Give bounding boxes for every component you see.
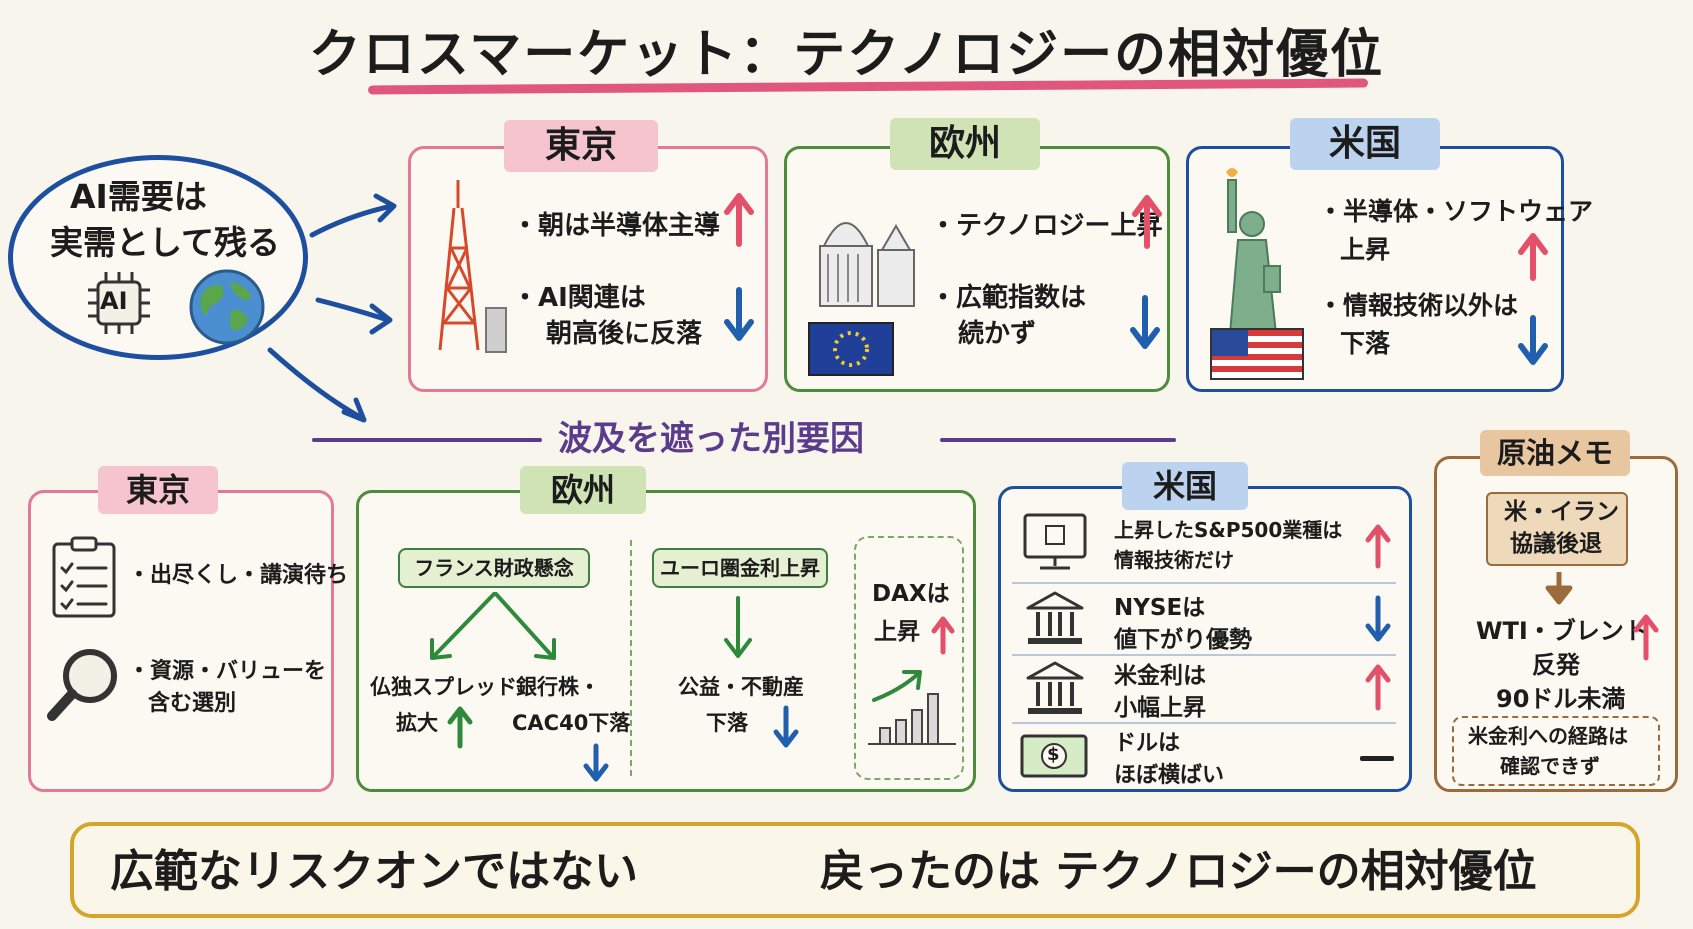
us-row4-flat-dash-icon xyxy=(1360,756,1394,761)
bottom-tokyo-item2b: 含む選別 xyxy=(148,691,237,716)
statue-of-liberty-icon xyxy=(1202,168,1306,336)
bottom-europe-dax-a: DAXは xyxy=(872,581,950,607)
footer-banner xyxy=(70,822,1640,918)
bottom-us-row3a: 米金利は xyxy=(1114,663,1206,689)
top-europe-item1: ・テクノロジー上昇 xyxy=(930,211,1163,241)
top-tokyo-up-arrow-icon xyxy=(724,192,754,250)
bottom-europe-left-a: 仏独スプレッド xyxy=(370,675,517,699)
bottom-tokyo-item1: ・出尽くし・講演待ち xyxy=(128,563,349,588)
divider-line-left xyxy=(312,438,542,442)
top-tokyo-item2a: ・AI関連は xyxy=(512,283,646,313)
exchange-building-icon xyxy=(1024,590,1086,648)
bottom-europe-pill1: フランス財政懸念 xyxy=(398,548,590,588)
top-us-item1a: ・半導体・ソフトウェア xyxy=(1318,197,1594,226)
top-tokyo-item2b: 朝高後に反落 xyxy=(546,319,703,349)
top-us-item2a: ・情報技術以外は xyxy=(1318,291,1519,320)
top-europe-item2b: 続かず xyxy=(958,319,1037,349)
bottom-europe-left-b: 拡大 xyxy=(396,711,438,735)
oil-note-a: 米金利への経路は xyxy=(1468,724,1628,748)
bottom-us-row3b: 小幅上昇 xyxy=(1114,695,1206,721)
oil-event-box xyxy=(1486,492,1628,566)
oil-down-arrow-icon xyxy=(1545,570,1573,610)
top-europe-label: 欧州 xyxy=(890,118,1040,170)
bottom-europe-right-b: CAC40下落 xyxy=(512,711,631,735)
magnifier-icon xyxy=(46,646,122,722)
ai-bubble-line1: AI需要は xyxy=(70,177,207,216)
top-tokyo-item1: ・朝は半導体主導 xyxy=(512,211,721,241)
oil-line1: WTI・ブレント xyxy=(1476,617,1648,645)
dollar-symbol: $ xyxy=(1047,744,1060,765)
top-us-down-arrow-icon xyxy=(1518,315,1548,370)
oil-line3: 90ドル未満 xyxy=(1496,685,1626,713)
eu-flag-icon xyxy=(808,322,894,376)
spread-up-arrow-icon xyxy=(447,706,473,752)
dax-up-arrow-icon xyxy=(931,616,955,658)
globe-icon xyxy=(188,268,266,346)
bottom-us-row2b: 値下がり優勢 xyxy=(1114,627,1252,653)
dollar-bill-icon xyxy=(1020,734,1088,778)
bottom-tokyo-item2a: ・資源・バリューを xyxy=(128,659,327,684)
bottom-us-label: 米国 xyxy=(1122,462,1248,510)
us-row2-down-arrow-icon xyxy=(1365,595,1391,646)
bottom-us-row2a: NYSEは xyxy=(1114,595,1206,621)
oil-note-dashed-box xyxy=(1452,716,1660,786)
bottom-europe-dax-b: 上昇 xyxy=(874,619,920,645)
us-flag-icon xyxy=(1210,328,1304,380)
monitor-chip-icon xyxy=(1022,512,1088,574)
us-row-separator-3 xyxy=(1012,722,1396,724)
bottom-europe-pill2: ユーロ圏金利上昇 xyxy=(652,548,828,588)
utilities-down-arrow-icon xyxy=(773,705,799,752)
parliament-building-icon xyxy=(800,190,918,310)
us-row1-up-arrow-icon xyxy=(1365,524,1391,572)
tokyo-tower-icon xyxy=(420,178,510,358)
oil-box-a: 米・イラン xyxy=(1504,499,1619,525)
bank-building-icon xyxy=(1024,660,1086,718)
us-row-separator-2 xyxy=(1012,654,1396,656)
top-us-up-arrow-icon xyxy=(1518,232,1548,284)
divider-line-right xyxy=(940,438,1176,442)
oil-line2: 反発 xyxy=(1532,651,1580,679)
bottom-us-row1b: 情報技術だけ xyxy=(1114,548,1234,572)
us-row-separators xyxy=(1012,582,1396,584)
cac40-down-arrow-icon xyxy=(583,743,609,786)
oil-memo-label: 原油メモ xyxy=(1480,430,1630,476)
bottom-europe-mid-a: 公益・不動産 xyxy=(678,675,804,699)
bottom-us-row4a: ドルは xyxy=(1114,731,1181,756)
oil-note-b: 確認できず xyxy=(1500,754,1600,778)
bottom-europe-label: 欧州 xyxy=(520,466,646,514)
footer-right-text: 戻ったのは テクノロジーの相対優位 xyxy=(820,846,1537,897)
top-europe-item2a: ・広範指数は xyxy=(930,283,1087,313)
ai-chip-icon xyxy=(84,268,154,338)
bar-chart-rising-icon xyxy=(866,680,958,746)
europe-dashed-separator xyxy=(630,540,632,776)
oil-up-arrow-icon xyxy=(1633,614,1659,664)
bottom-europe-mid-b: 下落 xyxy=(706,711,748,735)
top-us-item1b: 上昇 xyxy=(1340,235,1391,264)
footer-left-text: 広範なリスクオンではない xyxy=(110,846,638,897)
page-title: クロスマーケット：テクノロジーの相対優位 xyxy=(308,25,1385,85)
us-row3-up-arrow-icon xyxy=(1365,664,1391,714)
top-us-label: 米国 xyxy=(1290,118,1440,170)
top-tokyo-down-arrow-icon xyxy=(724,287,754,346)
oil-box-b: 協議後退 xyxy=(1510,531,1602,557)
bottom-us-row4b: ほぼ横ばい xyxy=(1114,763,1225,788)
dax-dashed-box xyxy=(854,536,964,780)
top-europe-up-arrow-icon xyxy=(1132,194,1162,252)
ai-chip-label: AI xyxy=(100,287,128,315)
ai-bubble-line2: 実需として残る xyxy=(50,223,281,262)
top-tokyo-label: 東京 xyxy=(504,120,658,172)
checklist-icon xyxy=(50,536,120,620)
bottom-tokyo-label: 東京 xyxy=(98,466,218,514)
top-europe-down-arrow-icon xyxy=(1130,295,1160,354)
bottom-europe-right-a: 銀行株・ xyxy=(516,675,600,699)
bottom-us-row1a: 上昇したS&P500業種は xyxy=(1114,518,1343,542)
top-us-item2b: 下落 xyxy=(1340,329,1391,358)
divider-label: 波及を遮った別要因 xyxy=(558,419,864,459)
